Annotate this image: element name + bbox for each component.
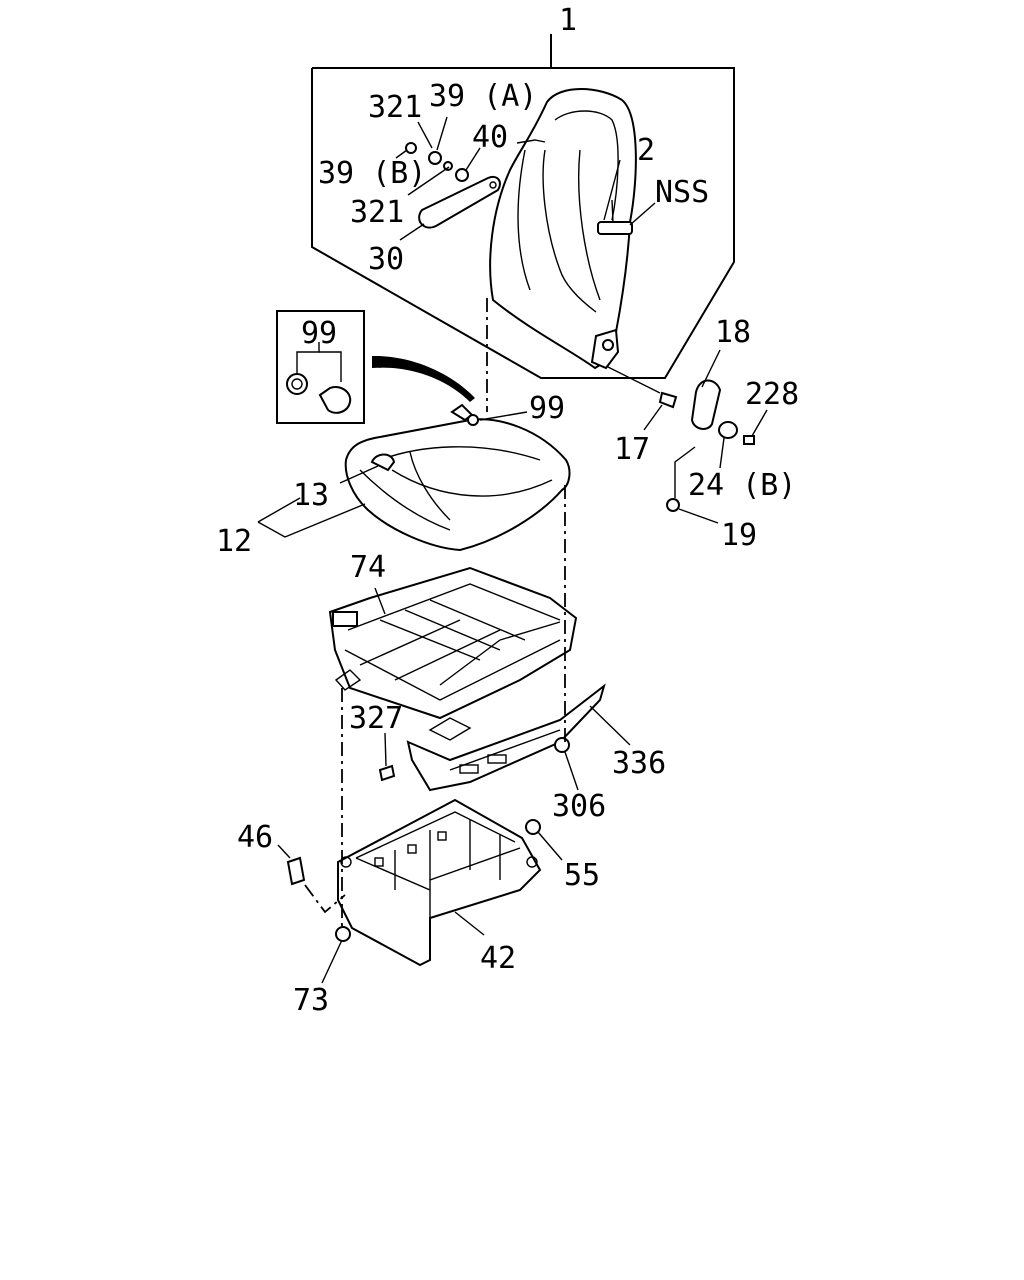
callout-39a: 39 (A) [429,79,537,114]
callout-46: 46 [237,820,273,855]
seatback-drawing [489,88,637,370]
callout-40: 40 [472,120,508,155]
callout-18: 18 [715,315,751,350]
seatback-group-outline [311,34,735,379]
side-cover-drawing [406,683,606,792]
leader-lines [257,116,768,984]
seat-cushion-drawing [344,403,571,552]
seat-riser-drawing [337,798,542,967]
callout-306: 306 [552,789,606,824]
callout-321-top: 321 [368,90,422,125]
callout-1: 1 [559,3,577,38]
hardware-parts [286,379,755,942]
assembly-center-lines [304,298,696,928]
detail-inset-box [276,310,475,424]
callout-42: 42 [480,941,516,976]
callout-99: 99 [529,391,565,426]
callout-24b: 24 (B) [688,468,796,503]
callout-228: 228 [745,377,799,412]
callout-nss: NSS [655,175,709,210]
callout-321-bottom: 321 [350,195,404,230]
callout-39b: 39 (B) [318,156,426,191]
callout-labels: 1 2 NSS 321 39 (A) 40 39 (B) 321 30 99 9… [216,3,799,1018]
washers-and-nuts [405,142,469,182]
callout-13: 13 [293,478,329,513]
callout-74: 74 [350,550,386,585]
callout-55: 55 [564,858,600,893]
armrest-drawing [418,176,501,229]
callout-99-inset: 99 [301,316,337,351]
callout-73: 73 [293,983,329,1018]
callout-17: 17 [614,432,650,467]
callout-19: 19 [721,518,757,553]
callout-12: 12 [216,524,252,559]
callout-2: 2 [637,133,655,168]
callout-327: 327 [349,701,403,736]
seat-frame-drawing [328,566,578,741]
callout-336: 336 [612,746,666,781]
callout-30: 30 [368,242,404,277]
